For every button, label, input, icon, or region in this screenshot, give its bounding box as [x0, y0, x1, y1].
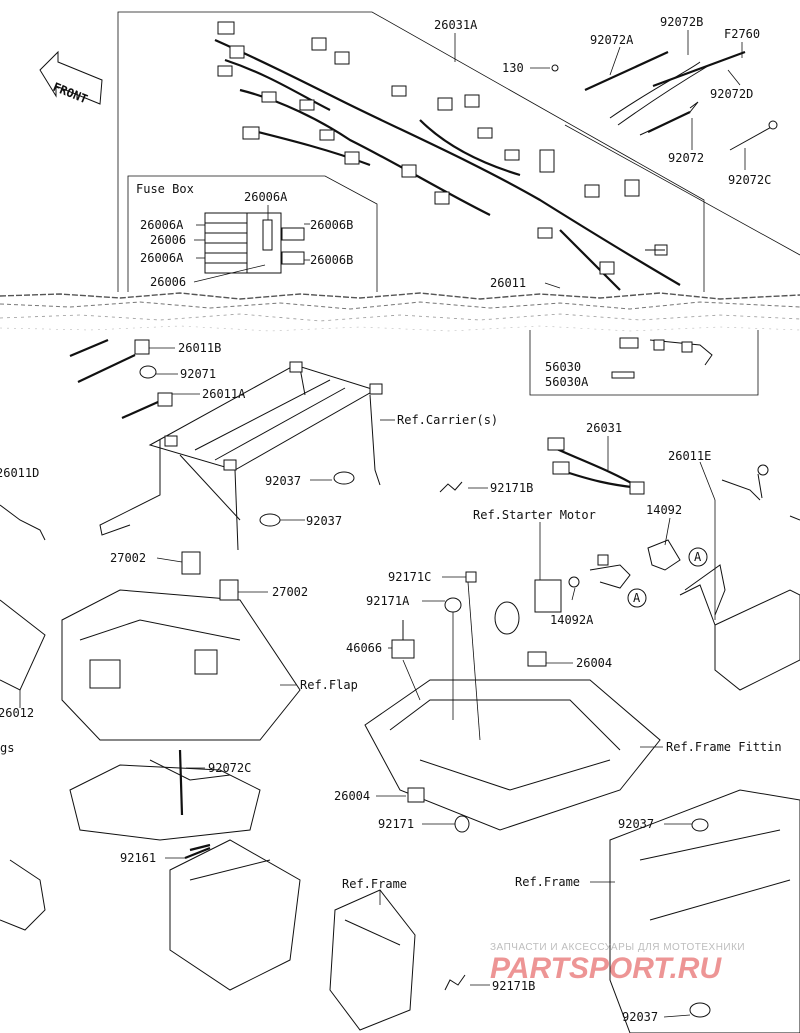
cable-26011e	[721, 464, 800, 521]
carrier-frame	[99, 361, 383, 551]
fuse-box-frame	[127, 175, 378, 292]
label-fb-26006B-2: 26006B	[310, 253, 353, 267]
label-26031A: 26031A	[434, 18, 478, 32]
clip-92171a	[444, 597, 462, 613]
harness-26031	[547, 437, 645, 495]
label-27002-b: 27002	[272, 585, 308, 599]
label-92072: 92072	[668, 151, 704, 165]
label-26011D: 26011D	[0, 466, 39, 480]
clamp-92037-d	[689, 1002, 711, 1018]
label-92161: 92161	[120, 851, 156, 865]
watermark: ЗАПЧАСТИ И АКСЕССУАРЫ ДЛЯ МОТОТЕХНИКИ PA…	[490, 942, 745, 985]
lower-center-frame	[329, 889, 416, 1031]
label-26012: 26012	[0, 706, 34, 720]
label-26011E: 26011E	[668, 449, 711, 463]
label-92072A: 92072A	[590, 33, 634, 47]
label-56030A: 56030A	[545, 375, 589, 389]
cover-14092	[647, 539, 681, 571]
left-edge-parts	[0, 504, 46, 931]
label-fb-26006-2: 26006	[150, 275, 186, 289]
rear-tray	[364, 651, 661, 831]
part-labels: 26031A 130 92072A 92072B F2760 92072D 92…	[0, 15, 782, 1024]
label-92171: 92171	[378, 817, 414, 831]
label-F2760: F2760	[724, 27, 760, 41]
label-92072C-bottom: 92072C	[208, 761, 251, 775]
reference-circle-a-2	[627, 588, 647, 608]
label-fb-26006B-1: 26006B	[310, 218, 353, 232]
label-fb-26006-1: 26006	[150, 233, 186, 247]
label-gs: gs	[0, 741, 14, 755]
footwell-frame	[69, 759, 261, 841]
clip-92171c	[465, 571, 477, 583]
label-26031: 26031	[586, 421, 622, 435]
pin-92161	[184, 846, 211, 860]
label-ref-flap: Ref.Flap	[300, 678, 358, 692]
connector-26004-b	[407, 787, 425, 803]
watermark-line2: PARTSPORT.RU	[490, 952, 722, 985]
label-56030: 56030	[545, 360, 581, 374]
clamp-frame	[529, 330, 759, 396]
label-14092: 14092	[646, 503, 682, 517]
label-26011B: 26011B	[178, 341, 221, 355]
battery	[679, 564, 800, 691]
clamp-92037-b	[259, 513, 281, 527]
label-fb-26006A-1: 26006A	[244, 190, 288, 204]
label-26004-b: 26004	[334, 789, 370, 803]
label-ref-carrier: Ref.Carrier(s)	[397, 413, 498, 427]
clamp-92037-a	[333, 471, 355, 485]
label-92072B: 92072B	[660, 15, 703, 29]
left-harness-parts	[69, 338, 173, 420]
tie-wraps	[551, 50, 778, 151]
label-ref-frame-fitting: Ref.Frame Fittin	[666, 740, 782, 754]
label-ref-frame-b: Ref.Frame	[515, 875, 580, 889]
starter-motor	[494, 554, 631, 635]
reference-circle-a-1	[688, 547, 708, 567]
reference-circle-a-2-label: A	[633, 591, 641, 605]
clip-92171	[454, 815, 470, 833]
clip-92171b-b	[444, 974, 466, 991]
watermark-line1: ЗАПЧАСТИ И АКСЕССУАРЫ ДЛЯ МОТОТЕХНИКИ	[490, 942, 745, 953]
label-92171B-b: 92171B	[492, 979, 535, 993]
label-46066: 46066	[346, 641, 382, 655]
fuse-box-title: Fuse Box	[136, 182, 194, 196]
tie-92072c-bottom	[178, 749, 184, 816]
reference-circle-a-1-label: A	[694, 550, 702, 564]
label-92037-a: 92037	[265, 474, 301, 488]
torn-edge	[0, 292, 800, 332]
label-27002-a: 27002	[110, 551, 146, 565]
label-fb-26006A-3: 26006A	[140, 251, 184, 265]
leader-lines	[19, 30, 746, 1018]
label-26004-a: 26004	[576, 656, 612, 670]
lower-left-frame	[169, 839, 301, 991]
tie-wrap-frame	[564, 124, 800, 256]
harness-frame	[117, 11, 705, 292]
label-92037-d: 92037	[622, 1010, 658, 1024]
clamps-56030	[611, 337, 713, 379]
flap	[61, 551, 301, 741]
label-ref-starter-motor: Ref.Starter Motor	[473, 508, 596, 522]
clip-92171b-a	[439, 481, 463, 493]
label-92071: 92071	[180, 367, 216, 381]
label-26011A: 26011A	[202, 387, 246, 401]
label-92072D: 92072D	[710, 87, 753, 101]
label-92171C: 92171C	[388, 570, 431, 584]
label-fb-26006A-2: 26006A	[140, 218, 184, 232]
lower-right-frame	[609, 789, 800, 1033]
label-92171A: 92171A	[366, 594, 410, 608]
label-92037-c: 92037	[618, 817, 654, 831]
front-arrow-icon	[39, 50, 103, 105]
main-harness	[214, 21, 681, 291]
label-92171B-a: 92171B	[490, 481, 533, 495]
relay-46066	[391, 620, 415, 659]
label-ref-frame-a: Ref.Frame	[342, 877, 407, 891]
label-14092A: 14092A	[550, 613, 594, 627]
fuse-box	[204, 212, 305, 274]
label-92072C-top: 92072C	[728, 173, 771, 187]
label-26011: 26011	[490, 276, 526, 290]
label-130: 130	[502, 61, 524, 75]
label-92037-b: 92037	[306, 514, 342, 528]
